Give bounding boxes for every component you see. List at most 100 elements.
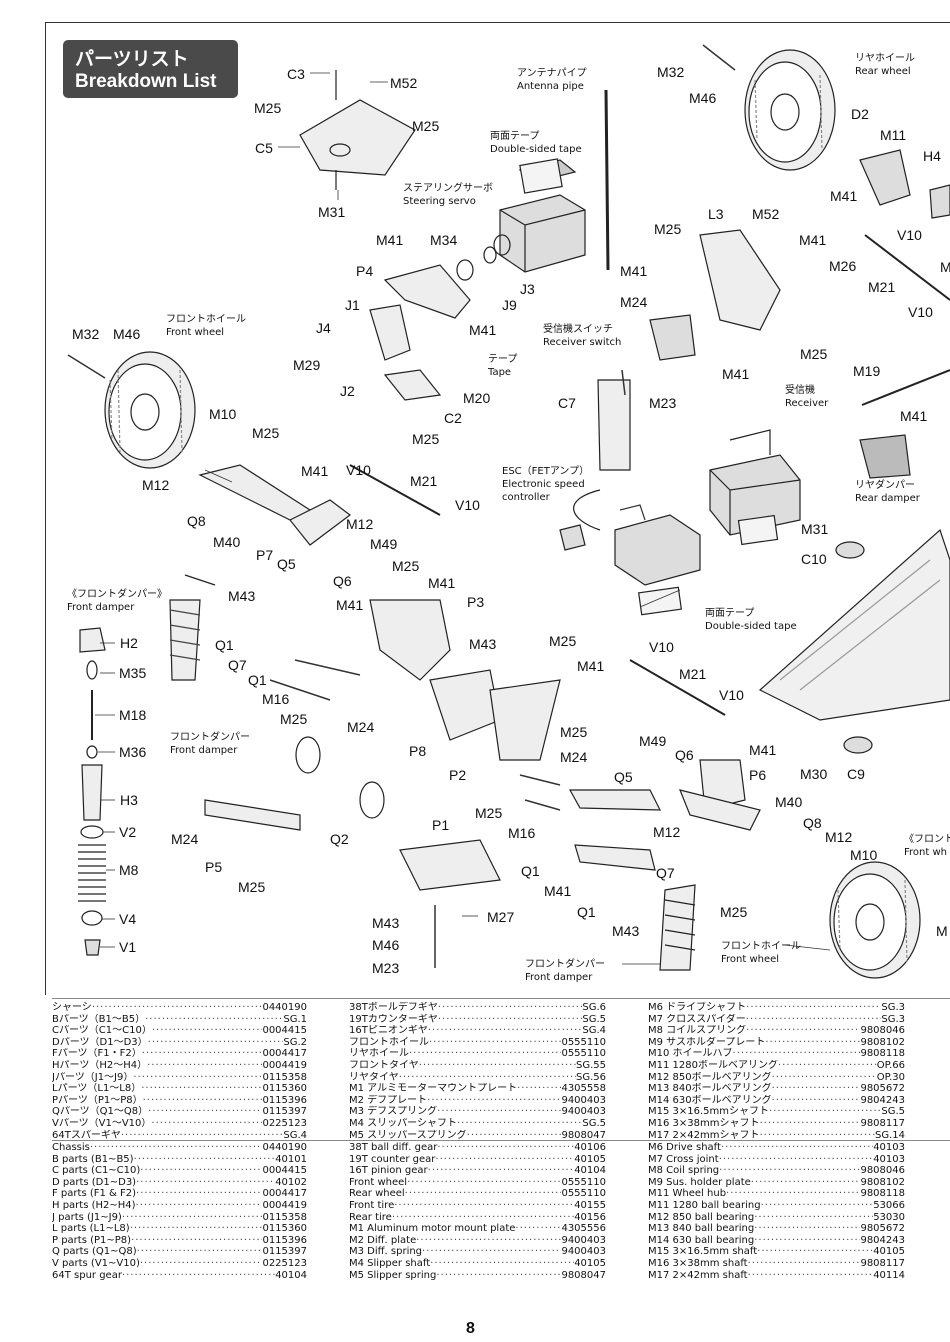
divider: [52, 998, 950, 999]
leader-dots: [726, 1188, 860, 1200]
leader-dots: [761, 1200, 874, 1212]
part-label: M: [940, 259, 950, 275]
part-label: H4: [923, 148, 941, 164]
parts-list-row: D parts (D1~D3)40102: [52, 1177, 307, 1189]
part-label: M41: [376, 232, 404, 248]
leader-dots: [438, 1014, 583, 1026]
part-label: M25: [560, 724, 588, 740]
part-name: M7 クロススパイダー: [648, 1013, 746, 1025]
part-label: M32: [657, 64, 685, 80]
parts-list-row: Fパーツ（F1・F2）0004417: [52, 1048, 307, 1060]
leader-dots: [746, 1025, 860, 1037]
part-label: M27: [487, 909, 515, 925]
leader-dots: [437, 1142, 574, 1154]
part-code: 40105: [574, 1257, 606, 1269]
leader-dots: [131, 1235, 262, 1247]
part-label: P7: [256, 547, 274, 563]
part-label: M52: [752, 206, 780, 222]
part-label: M41: [301, 463, 329, 479]
part-label: M25: [280, 711, 308, 727]
part-label: Q6: [675, 747, 694, 763]
part-code: 9808102: [860, 1036, 905, 1048]
part-name: M5 スリッパースプリング: [349, 1129, 467, 1141]
part-name: M1 アルミモーターマウントプレート: [349, 1083, 518, 1095]
leader-dots: [122, 1212, 263, 1224]
leader-dots: [416, 1235, 561, 1247]
part-label: J9: [502, 297, 517, 313]
part-label: P5: [205, 859, 223, 875]
part-label: M41: [428, 575, 456, 591]
part-label: M24: [560, 749, 588, 765]
part-name: Q parts (Q1~Q8): [52, 1246, 137, 1258]
front-wheel-right-drawing: [829, 861, 921, 979]
parts-list-row: M5 Slipper spring9808047: [349, 1270, 606, 1282]
part-name: Pパーツ（P1〜P8）: [52, 1094, 143, 1106]
part-name: Fパーツ（F1・F2）: [52, 1048, 142, 1060]
parts-list-row: M7 クロススパイダーSG.3: [648, 1014, 905, 1026]
part-name: M4 Slipper shaft: [349, 1257, 431, 1269]
part-label: Q1: [521, 863, 540, 879]
parts-list-row: 38TボールデフギヤSG.6: [349, 1002, 606, 1014]
part-label: M25: [254, 100, 282, 116]
part-code: 4305556: [561, 1223, 606, 1235]
part-label: C10: [801, 551, 827, 567]
parts-list-row: M16 3×38mmシャフト9808117: [648, 1118, 905, 1130]
part-label: M25: [252, 425, 280, 441]
parts-list-row: M3 Diff. spring9400403: [349, 1246, 606, 1258]
part-label: M23: [649, 395, 677, 411]
leader-dots: [765, 1037, 860, 1049]
part-label: M12: [346, 516, 374, 532]
leader-dots: [392, 1212, 574, 1224]
part-label: M10: [209, 406, 237, 422]
part-code: 0004419: [262, 1059, 307, 1071]
part-code: 0555110: [561, 1188, 606, 1200]
part-label: M25: [800, 346, 828, 362]
part-name: 16Tピニオンギヤ: [349, 1025, 428, 1037]
leader-dots: [515, 1223, 561, 1235]
part-code: 9808046: [860, 1025, 905, 1037]
parts-list-row: M1 アルミモーターマウントプレート4305558: [349, 1083, 606, 1095]
leader-dots: [399, 1072, 576, 1084]
parts-list-row: M9 サスホルダープレート9808102: [648, 1037, 905, 1049]
part-name: M16 3×38mm shaft: [648, 1257, 748, 1269]
part-code: 40103: [873, 1142, 905, 1153]
parts-list-row: P parts (P1~P8)0115396: [52, 1235, 307, 1247]
parts-list-row: リヤタイヤSG.56: [349, 1072, 606, 1084]
part-label: V1: [119, 939, 137, 955]
parts-list-row: Hパーツ（H2〜H4）0004419: [52, 1060, 307, 1072]
part-name: 64Tスパーギヤ: [52, 1129, 121, 1141]
parts-list-row: M7 Cross joint40103: [648, 1154, 905, 1166]
part-name: Dパーツ（D1〜D3）: [52, 1036, 148, 1048]
part-label: Q2: [330, 831, 349, 847]
part-label: M25: [720, 904, 748, 920]
parts-list-row: M2 Diff. plate9400403: [349, 1235, 606, 1247]
part-name: Rear tire: [349, 1211, 392, 1223]
part-name: 19Tカウンターギヤ: [349, 1013, 438, 1025]
part-label: M21: [868, 279, 896, 295]
leader-dots: [772, 1083, 861, 1095]
part-label: M41: [469, 322, 497, 338]
parts-list-row: Rear wheel0555110: [349, 1188, 606, 1200]
parts-list-row: M11 Wheel hub9808118: [648, 1188, 905, 1200]
leader-dots: [772, 1072, 877, 1084]
parts-list-row: B parts (B1~B5)40101: [52, 1154, 307, 1166]
part-label: M12: [142, 477, 170, 493]
parts-list-row: M5 スリッパースプリング9808047: [349, 1130, 606, 1142]
part-name: Bパーツ（B1〜B5）: [52, 1013, 146, 1025]
part-name: 38Tボールデフギヤ: [349, 1002, 438, 1013]
part-label: M46: [689, 90, 717, 106]
leader-dots: [145, 1014, 283, 1026]
breakdown-list-title-badge: パーツリスト Breakdown List: [63, 40, 238, 98]
part-name: M10 ホイールハブ: [648, 1048, 733, 1060]
part-code: 0555110: [561, 1176, 606, 1188]
part-name: M15 3×16.5mmシャフト: [648, 1106, 770, 1118]
part-label: M18: [119, 707, 147, 723]
part-name: M5 Slipper spring: [349, 1269, 437, 1281]
part-label: M30: [800, 766, 828, 782]
part-name: D parts (D1~D3): [52, 1176, 137, 1188]
part-name: C parts (C1~C10): [52, 1165, 141, 1177]
